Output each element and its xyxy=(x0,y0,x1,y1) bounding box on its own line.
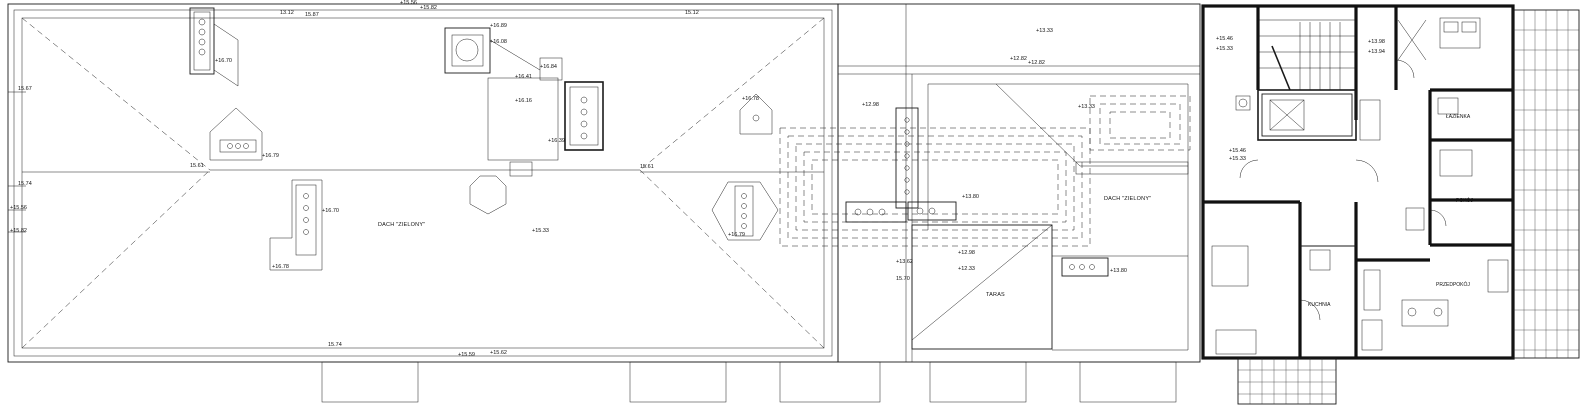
chimney-right-lower xyxy=(711,181,779,241)
elevation-label: +15.33 xyxy=(1229,156,1246,162)
elevation-label: 15.67 xyxy=(18,86,32,92)
green-roof-label-right: DACH "ZIELONY" xyxy=(1104,196,1151,202)
room-label-bath: ŁAZIENKA xyxy=(1446,114,1471,120)
elevation-label: +16.70 xyxy=(215,58,232,64)
chimney-left-mid xyxy=(209,107,263,161)
vent-column-middle xyxy=(845,107,1189,277)
duct-runs xyxy=(779,95,1191,247)
elevation-label: 15.87 xyxy=(305,12,319,18)
elevation-label: +15.33 xyxy=(532,228,549,234)
elevation-label: 13.12 xyxy=(280,10,294,16)
elevation-label: +16.79 xyxy=(262,153,279,159)
area-labels: DACH "ZIELONY" DACH "ZIELONY" TARAS KUCH… xyxy=(378,114,1473,308)
elevation-label: +13.33 xyxy=(1078,104,1095,110)
apartment-plan xyxy=(1201,4,1515,360)
elevation-label: +12.98 xyxy=(862,102,879,108)
middle-roof-outline xyxy=(837,3,1201,363)
vent-small-center xyxy=(469,161,533,215)
chimney-lower-left xyxy=(269,179,323,271)
elevation-label: 15.61 xyxy=(640,164,654,170)
room-label-living: POKÓJ xyxy=(1456,197,1473,204)
elevation-label: 15.74 xyxy=(328,342,342,348)
chimney-right-upper xyxy=(739,93,773,135)
elevation-label: +12.33 xyxy=(958,266,975,272)
elevation-label: +16.41 xyxy=(515,74,532,80)
elevation-label: +15.46 xyxy=(1229,148,1246,154)
vent-stack-center xyxy=(444,27,604,161)
elevation-label: +13.80 xyxy=(962,194,979,200)
elevation-label: +16.16 xyxy=(515,98,532,104)
elevation-label: +16.79 xyxy=(728,232,745,238)
elevation-label: 15.61 xyxy=(190,163,204,169)
elevation-label: +16.84 xyxy=(540,64,557,70)
elevation-label: +15.33 xyxy=(1216,46,1233,52)
elevation-label: 15.70 xyxy=(896,276,910,282)
elevation-label: +16.70 xyxy=(322,208,339,214)
edge-markers xyxy=(8,91,26,233)
elevation-label: +12.82 xyxy=(1028,60,1045,66)
elevation-labels: +15.56 +15.82 13.12 15.87 15.12 +16.89 +… xyxy=(10,0,1385,358)
elevation-label: 15.74 xyxy=(18,181,32,187)
elevation-label: +16.89 xyxy=(490,23,507,29)
elevation-label: +15.46 xyxy=(1216,36,1233,42)
balcony-hatch-bottom xyxy=(1237,357,1337,405)
terrace-hatch-right xyxy=(1512,9,1580,359)
elevation-label: +15.82 xyxy=(420,5,437,11)
left-roof-outline xyxy=(7,3,839,363)
chimney-top-left xyxy=(189,7,239,87)
elevation-label: +15.82 xyxy=(10,228,27,234)
elevation-label: +15.56 xyxy=(10,205,27,211)
elevation-label: +16.39 xyxy=(548,138,565,144)
elevation-label: +16.78 xyxy=(272,264,289,270)
elevation-label: +13.94 xyxy=(1368,49,1385,55)
elevation-label: +13.98 xyxy=(1368,39,1385,45)
elevation-label: +15.56 xyxy=(400,0,417,6)
bottom-bays xyxy=(321,361,1177,403)
elevation-label: +12.98 xyxy=(958,250,975,256)
elevation-label: +13.33 xyxy=(1036,28,1053,34)
elevation-label: +15.62 xyxy=(490,350,507,356)
green-roof-label-left: DACH "ZIELONY" xyxy=(378,222,425,228)
elevation-label: 15.12 xyxy=(685,10,699,16)
elevation-label: +13.62 xyxy=(896,259,913,265)
elevation-label: +13.80 xyxy=(1110,268,1127,274)
terrace-label: TARAS xyxy=(986,292,1005,298)
elevation-label: +16.08 xyxy=(490,39,507,45)
elevation-label: +15.59 xyxy=(458,352,475,358)
room-label-hall: PRZEDPOKÓJ xyxy=(1436,281,1470,288)
elevation-label: +12.82 xyxy=(1010,56,1027,62)
elevation-label: +16.78 xyxy=(742,96,759,102)
room-label-kitchen: KUCHNIA xyxy=(1308,302,1331,308)
